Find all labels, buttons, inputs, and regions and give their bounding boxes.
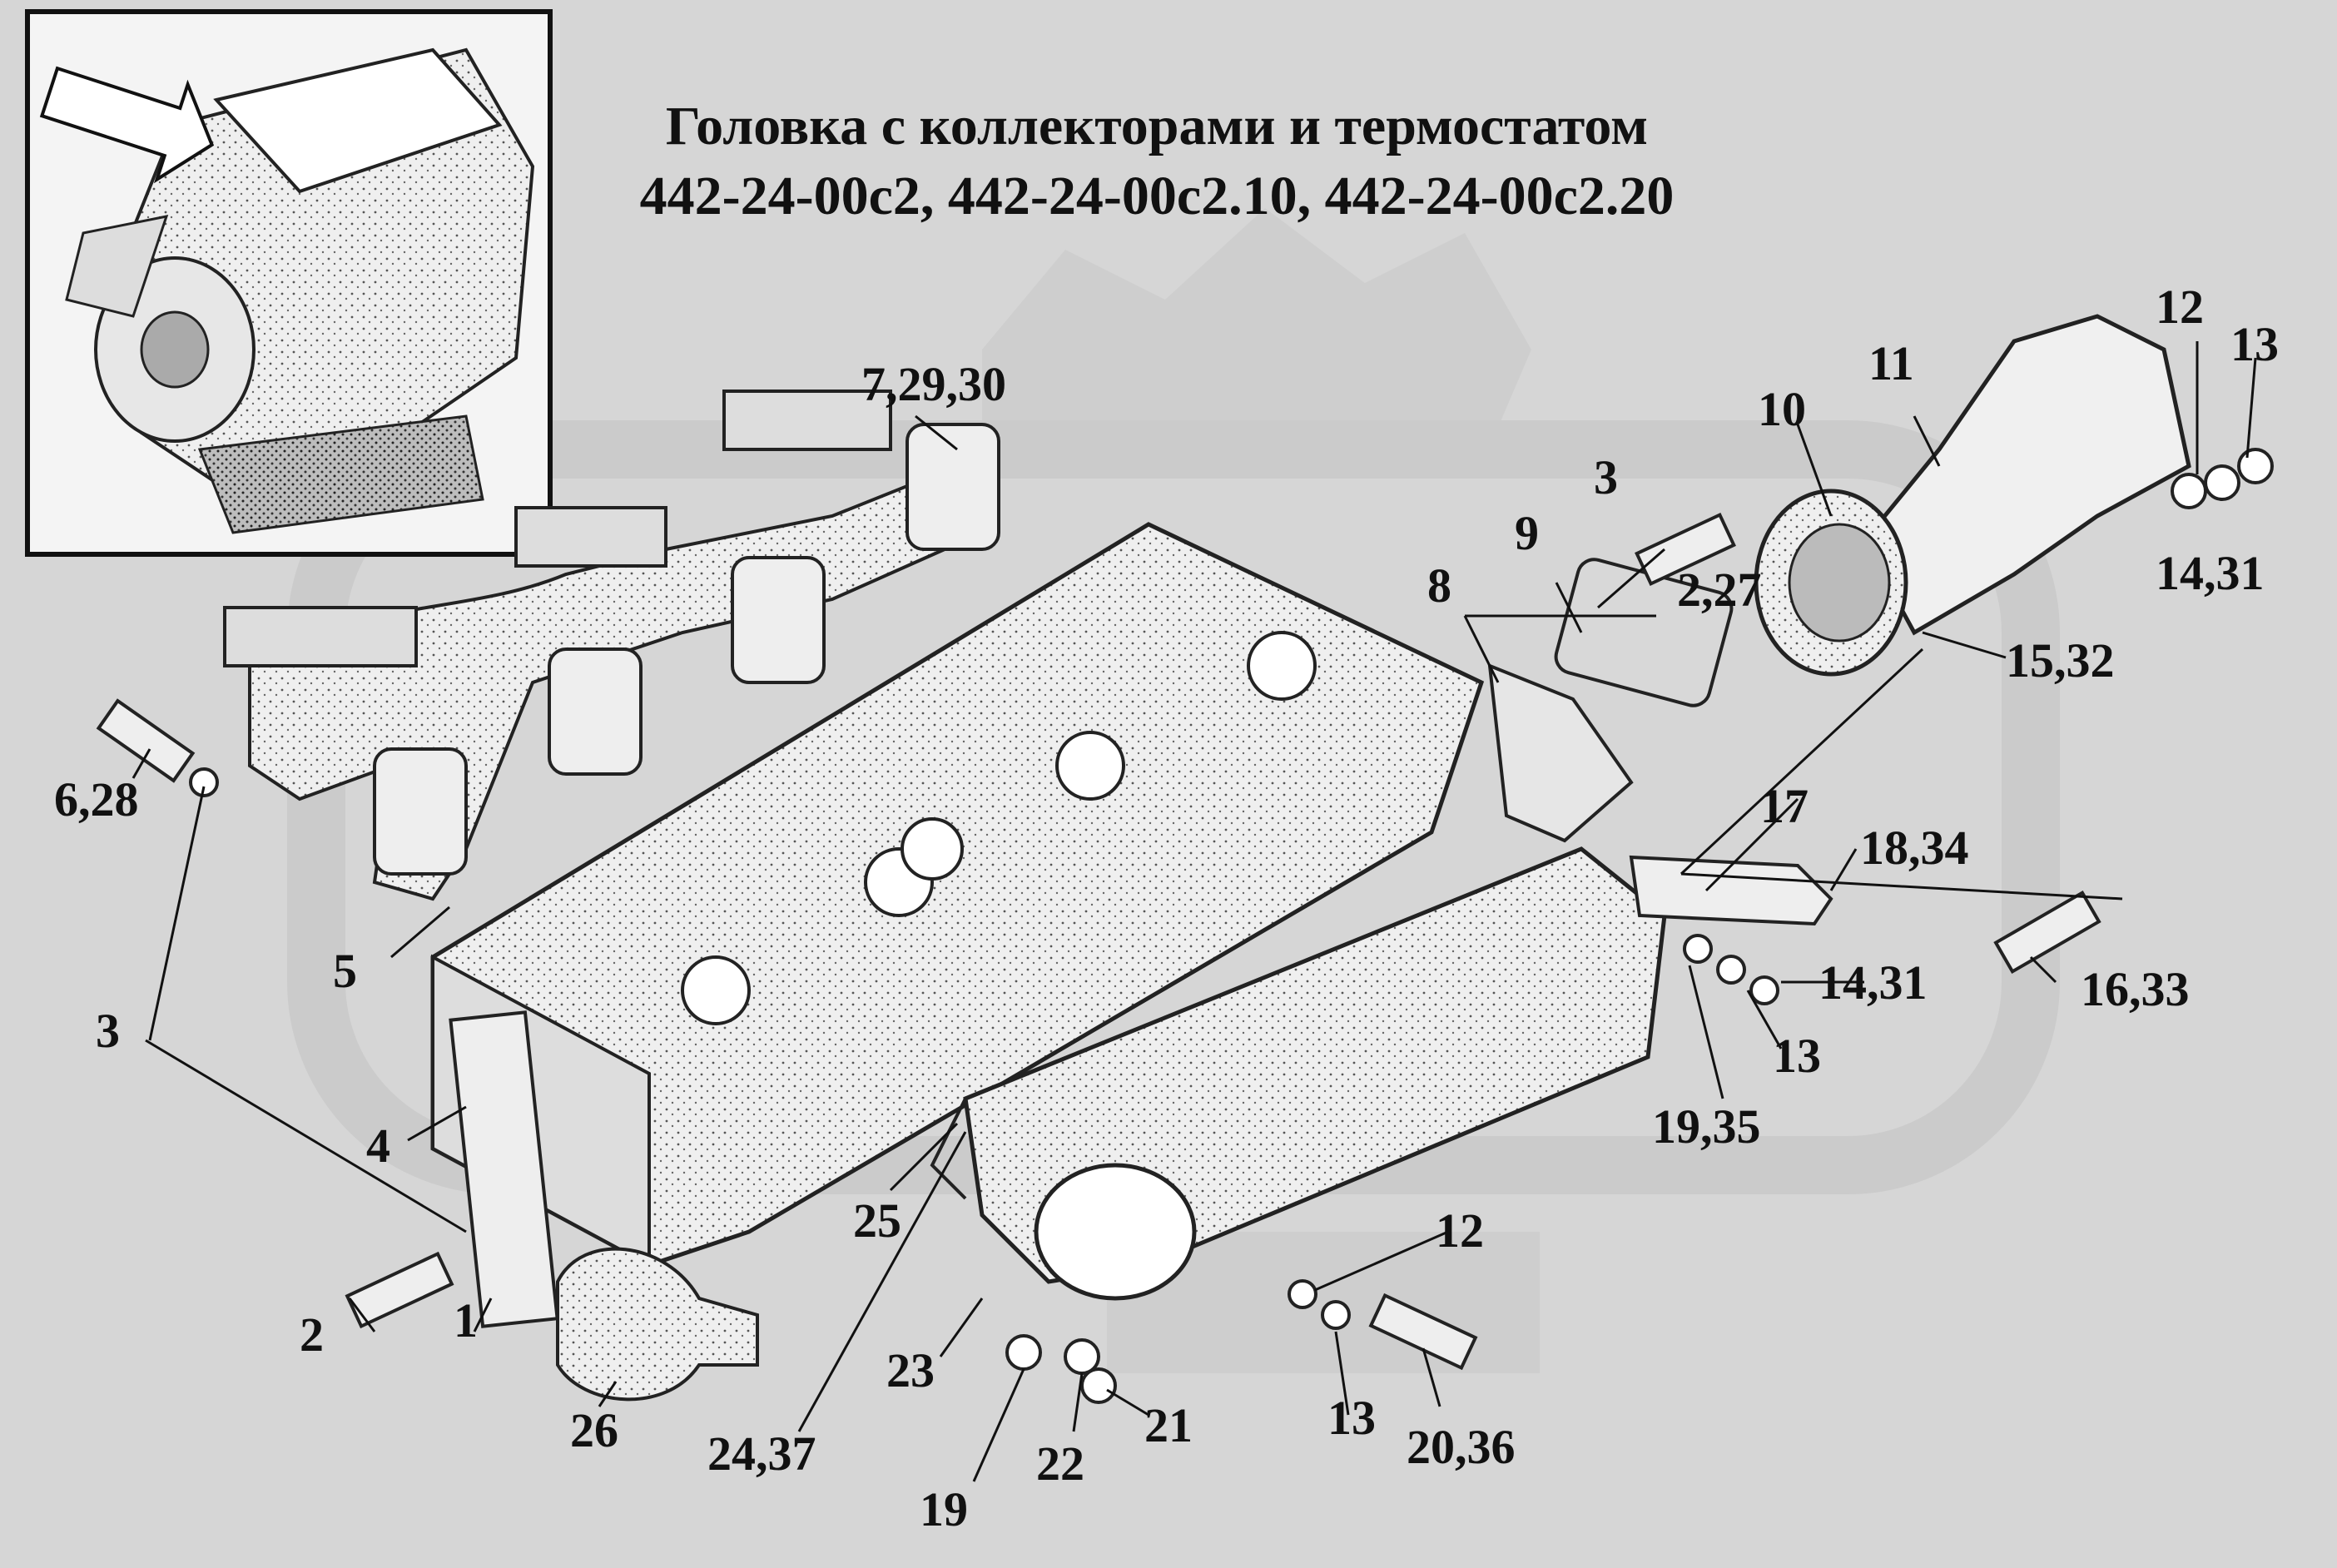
callout-16-33: 16,33 (2081, 962, 2190, 1016)
engine-inset (25, 9, 553, 557)
small-parts (96, 448, 2274, 1404)
callout-8: 8 (1427, 558, 1451, 613)
callout-10: 10 (1758, 382, 1806, 436)
callout-22: 22 (1036, 1437, 1084, 1491)
pointer-arrow-icon (39, 66, 215, 184)
callout-12-top: 12 (2156, 280, 2204, 334)
intake-manifold (930, 846, 1667, 1301)
callout-3-right: 3 (1594, 450, 1618, 504)
leader-lines (131, 341, 2257, 1482)
callout-18-34: 18,34 (1860, 821, 1969, 875)
callout-20-36: 20,36 (1407, 1420, 1516, 1474)
callout-13-bottom: 13 (1327, 1391, 1376, 1445)
callout-19-bottom: 19 (920, 1482, 968, 1536)
callout-15-32: 15,32 (2006, 633, 2115, 687)
callout-12-bottom: 12 (1436, 1203, 1484, 1258)
callout-13-middle: 13 (1773, 1029, 1821, 1083)
thermostat-housing (1487, 314, 2191, 843)
callout-19-35: 19,35 (1652, 1099, 1761, 1154)
callout-7-29-30: 7,29,30 (861, 357, 1006, 411)
callout-23: 23 (886, 1343, 935, 1397)
callout-2: 2 (300, 1307, 324, 1362)
callout-14-31-bottom: 14,31 (1818, 955, 1928, 1010)
exhaust-manifold (223, 390, 1000, 901)
diagram-title: Головка с коллекторами и термостатом 442… (583, 92, 1731, 231)
callout-24-37: 24,37 (707, 1427, 816, 1481)
callout-11: 11 (1868, 336, 1914, 390)
callout-9: 9 (1515, 506, 1539, 560)
callout-2-27: 2,27 (1677, 563, 1762, 617)
callout-5: 5 (333, 944, 357, 998)
callout-25: 25 (853, 1193, 901, 1248)
callout-1: 1 (454, 1293, 478, 1347)
callout-13-top: 13 (2230, 317, 2279, 371)
callout-21: 21 (1144, 1398, 1193, 1452)
title-line-1: Головка с коллекторами и термостатом (665, 96, 1649, 156)
callout-4: 4 (366, 1119, 390, 1173)
callout-26: 26 (570, 1403, 618, 1457)
callout-17: 17 (1760, 779, 1809, 833)
title-line-2: 442-24-00с2, 442-24-00с2.10, 442-24-00с2… (639, 166, 1675, 226)
callout-14-31-top: 14,31 (2156, 546, 2265, 600)
callout-6-28: 6,28 (54, 772, 139, 826)
callout-3-left: 3 (96, 1004, 120, 1058)
